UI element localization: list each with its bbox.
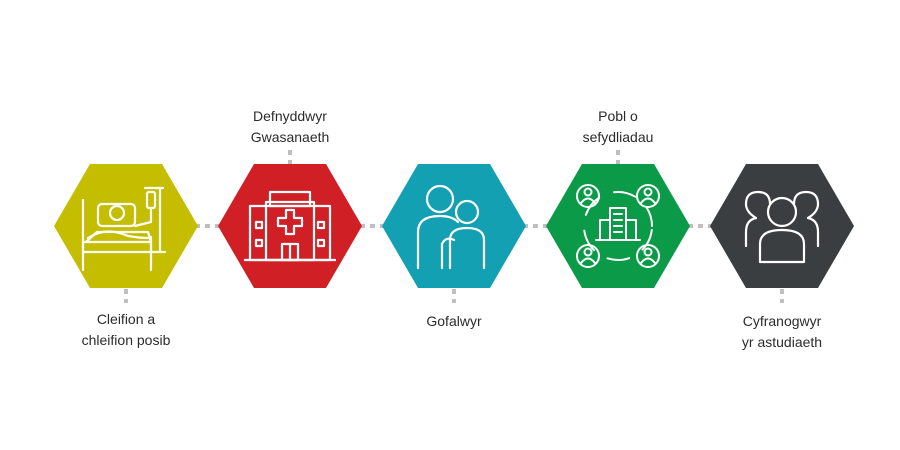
hospital-building-icon: [244, 190, 336, 262]
label-patients: Cleifion a chleifion posib: [81, 311, 171, 348]
hospital-bed-icon: [81, 186, 167, 272]
label-participants: Cyfranogwyr yr astudiaeth: [741, 313, 823, 350]
label-carers: Gofalwyr: [426, 313, 482, 329]
hexagon-organisations: [546, 164, 690, 288]
label-service-users: Defnyddwyr Gwasanaeth: [250, 108, 330, 145]
person-node-top-left: [576, 184, 600, 208]
organisation-network-icon: [576, 184, 660, 268]
person-node-bottom-left: [576, 244, 600, 268]
hexagon-carers: [382, 164, 526, 288]
label-organisations: Pobl o sefydliadau: [582, 108, 654, 145]
carers-icon: [416, 184, 486, 270]
group-people-icon: [744, 190, 820, 264]
hexagon-participants: [710, 164, 854, 288]
hexagon-service-users: [218, 164, 362, 288]
hexagon-patients: [54, 164, 198, 288]
person-node-bottom-right: [636, 244, 660, 268]
person-node-top-right: [636, 184, 660, 208]
